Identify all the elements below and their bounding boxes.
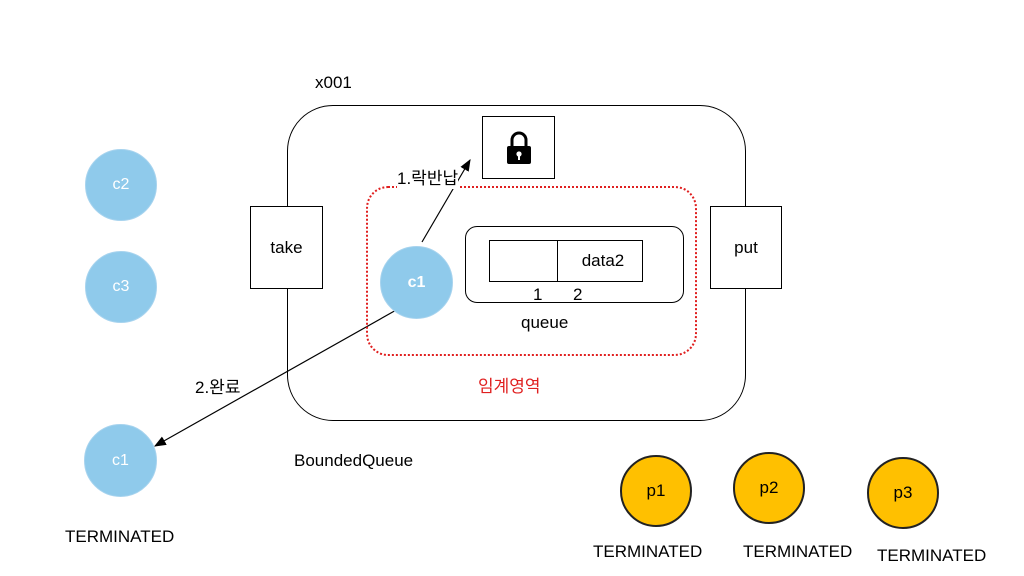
queue-index-1: 1 <box>533 285 543 304</box>
put-method-box: put <box>710 206 782 289</box>
bounded-queue-name: BoundedQueue <box>294 451 414 470</box>
critical-section <box>366 186 697 356</box>
producer-p1-status: TERMINATED <box>593 542 703 561</box>
producer-p2: p2 <box>733 452 805 524</box>
producer-p3-status: TERMINATED <box>877 546 987 565</box>
address-label: x001 <box>315 73 352 92</box>
queue-slot-1 <box>489 240 559 282</box>
arrow-complete <box>153 308 399 447</box>
arrow-label-complete: 2.완료 <box>195 378 241 397</box>
consumer-c1-status: TERMINATED <box>65 527 175 546</box>
consumer-c3: c3 <box>85 251 157 323</box>
take-method-box: take <box>250 206 323 289</box>
lock-box <box>482 116 555 179</box>
producer-p2-status: TERMINATED <box>743 542 853 561</box>
lock-icon <box>506 131 531 164</box>
arrow-label-release-lock: 1.락반납 <box>397 164 459 189</box>
producer-p1: p1 <box>620 455 692 527</box>
consumer-c1-terminated: c1 <box>84 424 157 497</box>
producer-p3: p3 <box>867 457 939 529</box>
queue-index-2: 2 <box>573 285 583 304</box>
queue-slot-2: data2 <box>557 240 643 282</box>
consumer-c1-inside: c1 <box>380 246 453 319</box>
consumer-c2: c2 <box>85 149 157 221</box>
critical-section-label: 임계영역 <box>478 377 541 396</box>
arrow-release-lock <box>421 158 471 243</box>
queue-container <box>465 226 684 303</box>
queue-label: queue <box>521 313 569 332</box>
